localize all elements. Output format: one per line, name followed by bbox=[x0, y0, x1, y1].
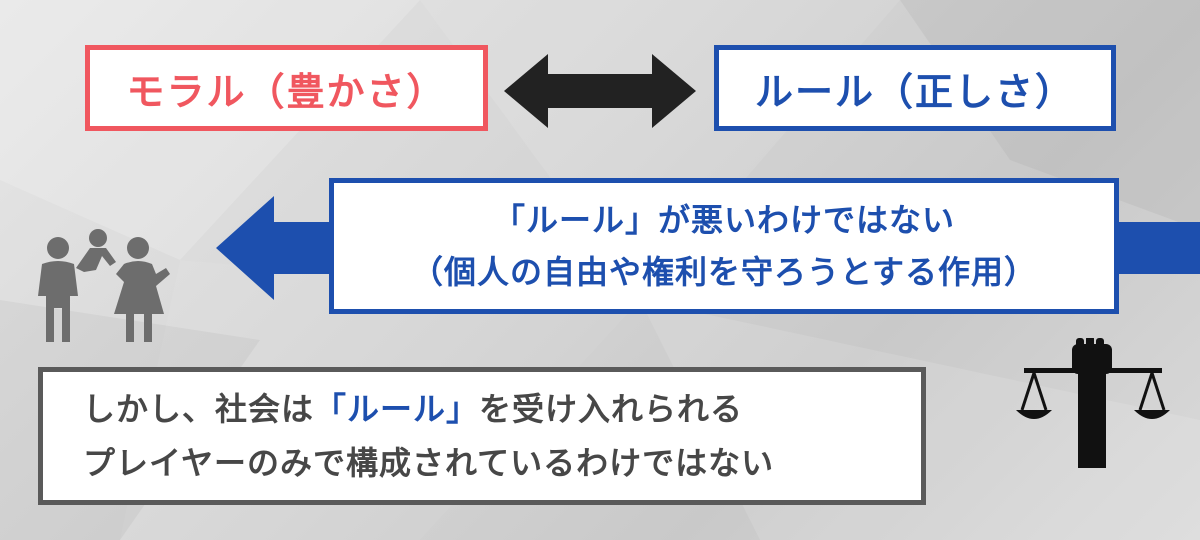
rule-box: ルール（正しさ） bbox=[714, 45, 1116, 131]
moral-box: モラル（豊かさ） bbox=[85, 45, 488, 131]
society-note-line1: しかし、社会は「ルール」を受け入れられる bbox=[83, 382, 743, 436]
double-arrow-icon bbox=[504, 54, 696, 128]
rule-note-line2: （個人の自由や権利を守ろうとする作用） bbox=[410, 253, 1038, 291]
rule-note-box: 「ルール」が悪いわけではない （個人の自由や権利を守ろうとする作用） bbox=[329, 178, 1119, 314]
moral-label: モラル（豊かさ） bbox=[126, 69, 447, 114]
society-note-highlight: 「ルール」 bbox=[314, 390, 480, 428]
society-note-box: しかし、社会は「ルール」を受け入れられる プレイヤーのみで構成されているわけでは… bbox=[38, 367, 926, 505]
society-note-prefix: しかし、社会は bbox=[83, 390, 315, 428]
society-note-suffix: を受け入れられる bbox=[479, 390, 744, 428]
justice-scale-fist-icon bbox=[1016, 338, 1170, 468]
rule-note-line1: 「ルール」が悪いわけではない bbox=[492, 201, 955, 239]
rule-label: ルール（正しさ） bbox=[754, 69, 1075, 114]
family-icon bbox=[38, 229, 170, 342]
society-note-line2: プレイヤーのみで構成されているわけではない bbox=[83, 444, 775, 482]
